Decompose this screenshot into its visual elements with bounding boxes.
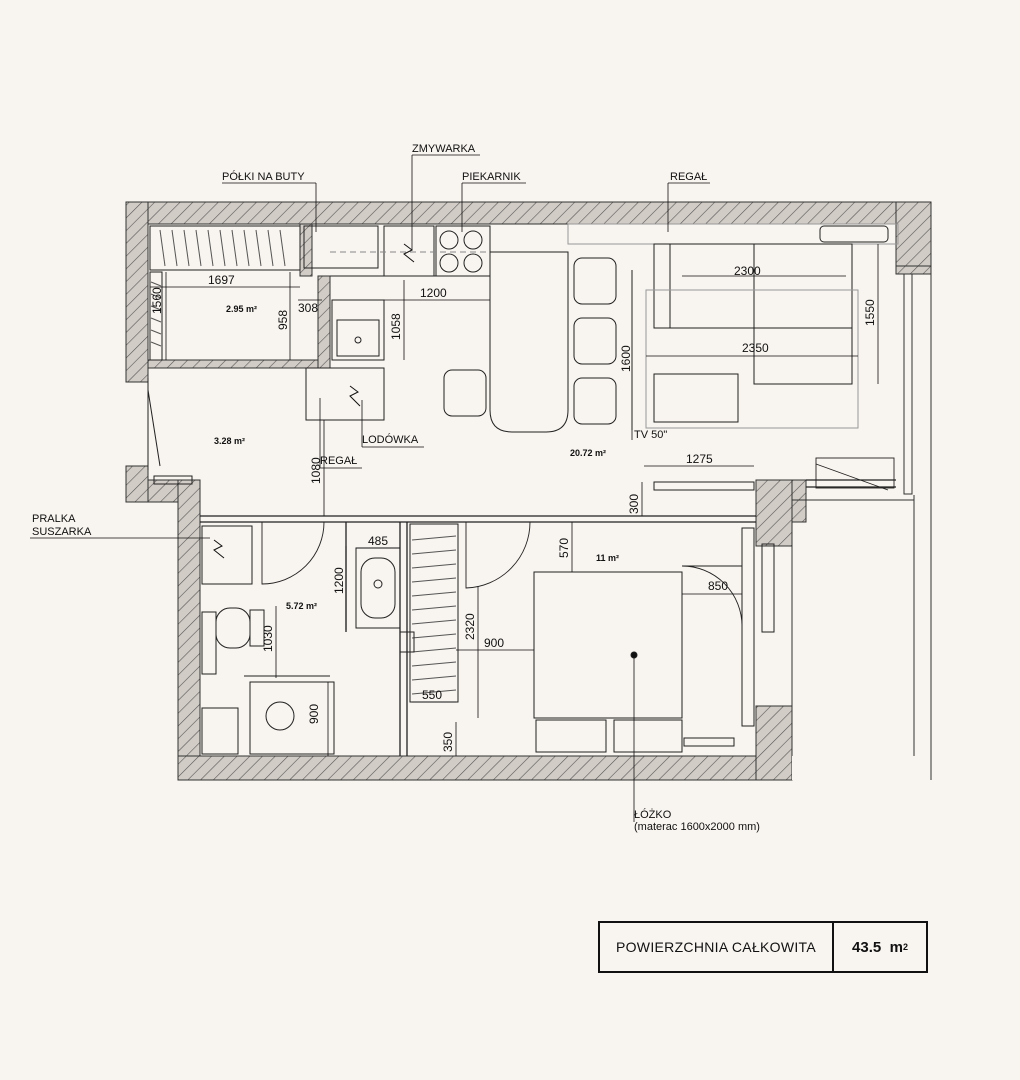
- dim-1560: 1560: [150, 287, 164, 314]
- total-area-caption: POWIERZCHNIA CAŁKOWITA: [600, 923, 834, 971]
- dim-350: 350: [441, 732, 455, 752]
- area-bedroom: 11 m²: [596, 553, 619, 563]
- label-regal-mid: REGAŁ: [320, 455, 357, 467]
- area-living: 20.72 m²: [570, 448, 606, 458]
- label-suszarka: SUSZARKA: [32, 526, 92, 538]
- dim-1080: 1080: [309, 457, 323, 484]
- label-pralka: PRALKA: [32, 513, 76, 525]
- dim-1200-bath: 1200: [332, 567, 346, 594]
- total-area-unit-sup: 2: [902, 942, 908, 952]
- dim-1550: 1550: [863, 299, 877, 326]
- label-zmywarka: ZMYWARKA: [412, 143, 476, 155]
- dim-2300: 2300: [734, 264, 761, 278]
- dim-850: 850: [708, 579, 728, 593]
- dim-300: 300: [627, 494, 641, 514]
- label-tv: TV 50": [634, 429, 667, 441]
- dim-900-bed: 900: [484, 636, 504, 650]
- dim-1200-top: 1200: [420, 286, 447, 300]
- dim-2320: 2320: [463, 613, 477, 640]
- label-regal-top: REGAŁ: [670, 171, 707, 183]
- dim-308: 308: [298, 301, 318, 315]
- dim-550: 550: [422, 688, 442, 702]
- appliance-symbols: [213, 243, 415, 559]
- dim-1030: 1030: [261, 625, 275, 652]
- dim-1600: 1600: [619, 345, 633, 372]
- area-bath: 5.72 m²: [286, 601, 317, 611]
- area-wardrobe: 2.95 m²: [226, 304, 257, 314]
- dim-900-bath: 900: [307, 704, 321, 724]
- dim-2350: 2350: [742, 341, 769, 355]
- balcony-frame: [791, 265, 932, 780]
- leader-lines: [30, 154, 710, 822]
- dim-570: 570: [557, 538, 571, 558]
- dimension-lines: [150, 244, 879, 756]
- total-area-unit: m: [889, 938, 903, 956]
- dim-1697: 1697: [208, 273, 235, 287]
- dim-958: 958: [276, 310, 290, 330]
- dim-1275: 1275: [686, 452, 713, 466]
- fixtures: [147, 223, 899, 755]
- label-polki-na-buty: PÓŁKI NA BUTY: [222, 170, 305, 183]
- walls: [125, 201, 932, 781]
- label-lozko: ŁÓŻKO: [634, 808, 672, 821]
- dim-485: 485: [368, 534, 388, 548]
- label-materac: (materac 1600x2000 mm): [634, 821, 760, 833]
- label-lodowka: LODÓWKA: [362, 433, 419, 446]
- door-swings: [261, 457, 895, 627]
- dim-1058: 1058: [389, 313, 403, 340]
- chairs: [443, 257, 617, 425]
- total-area-number: 43.5: [852, 938, 882, 956]
- area-hall: 3.28 m²: [214, 436, 245, 446]
- label-piekarnik: PIEKARNIK: [462, 171, 521, 183]
